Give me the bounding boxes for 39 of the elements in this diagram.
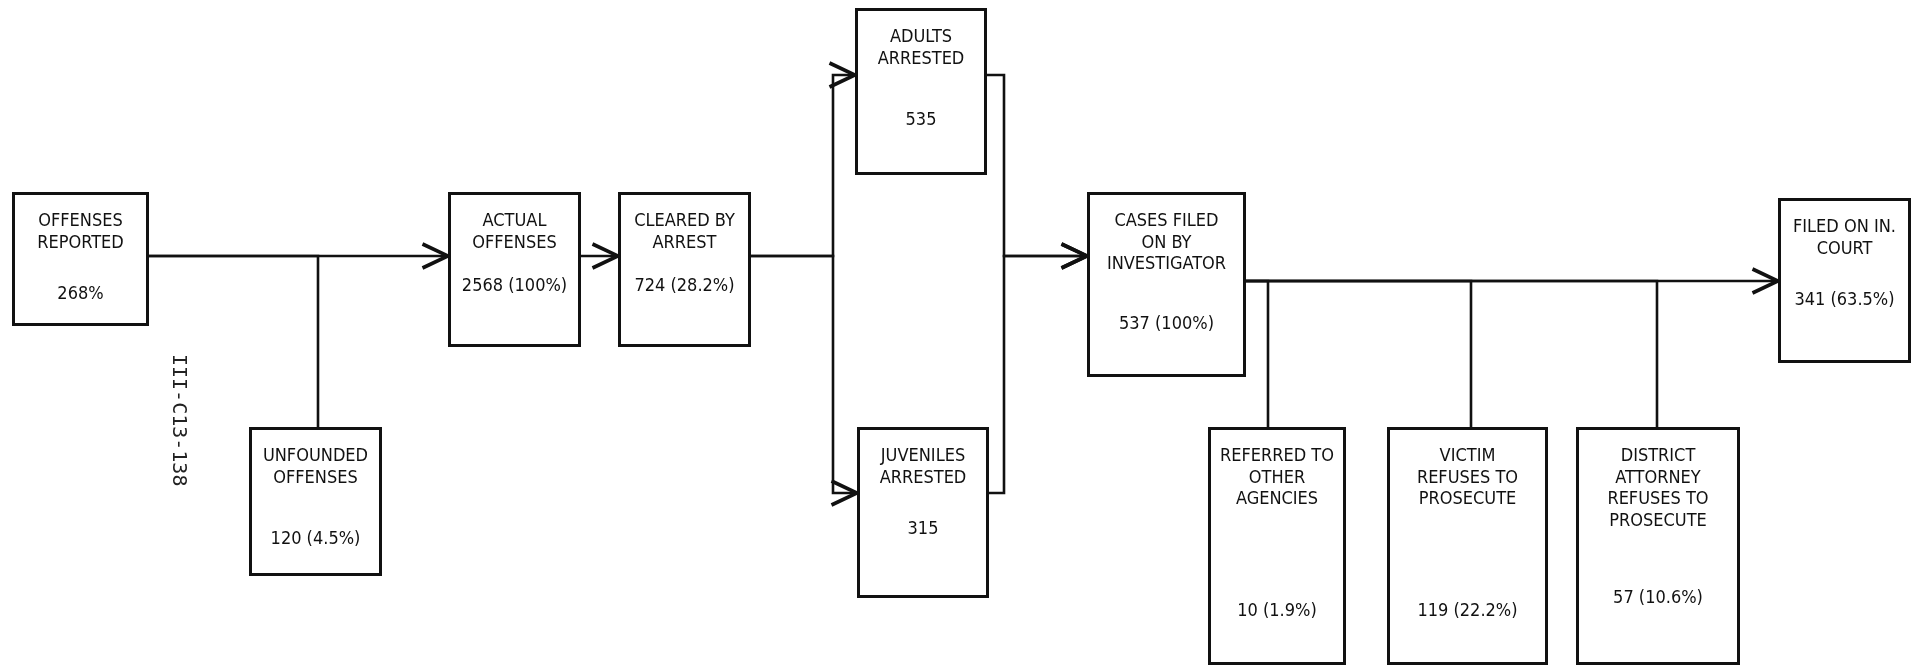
arrow — [751, 254, 859, 507]
count-text: 119 (22.2%) — [1417, 598, 1518, 621]
box-title: UNFOUNDED OFFENSES — [261, 444, 370, 488]
process-box — [618, 192, 751, 347]
box-title: JUVENILES ARRESTED — [878, 444, 968, 488]
arrow — [989, 242, 1089, 495]
process-box — [1087, 192, 1246, 377]
process-box — [249, 427, 382, 576]
process-box — [1778, 198, 1911, 363]
box-title: CLEARED BY ARREST — [633, 209, 736, 253]
process-box — [855, 8, 987, 175]
document-code: III-C13-138 — [168, 354, 192, 487]
arrow — [581, 242, 620, 270]
box-title: FILED ON IN. COURT — [1792, 215, 1897, 259]
box-title: ADULTS ARRESTED — [876, 25, 966, 69]
process-box — [1208, 427, 1346, 665]
count-text: 57 (10.6%) — [1613, 586, 1703, 608]
count-text: 2568 (100%) — [461, 274, 568, 296]
box-title: REFERRED TO OTHER AGENCIES — [1219, 444, 1335, 509]
box-title: OFFENSES REPORTED — [36, 209, 125, 253]
count-text: 120 (4.5%) — [270, 527, 361, 549]
process-box — [448, 192, 581, 347]
box-title: DISTRICT ATTORNEY REFUSES TO PROSECUTE — [1606, 444, 1710, 531]
count-text: 341 (63.5%) — [1794, 288, 1895, 310]
connector-line — [149, 254, 320, 427]
connector-line — [1246, 279, 1659, 427]
process-box — [12, 192, 149, 326]
count-text: 315 — [907, 517, 939, 539]
box-title: CASES FILED ON BY INVESTIGATOR — [1105, 209, 1228, 274]
count-text: 537 (100%) — [1119, 311, 1214, 334]
count-text: 535 — [905, 108, 937, 130]
process-box — [1387, 427, 1548, 665]
box-title: VICTIM REFUSES TO PROSECUTE — [1415, 444, 1520, 509]
process-box — [857, 427, 989, 598]
count-text: 724 (28.2%) — [634, 274, 735, 296]
box-title: ACTUAL OFFENSES — [471, 209, 558, 253]
process-box — [1576, 427, 1740, 665]
count-text: 268% — [57, 282, 104, 304]
count-text: 10 (1.9%) — [1237, 598, 1317, 621]
